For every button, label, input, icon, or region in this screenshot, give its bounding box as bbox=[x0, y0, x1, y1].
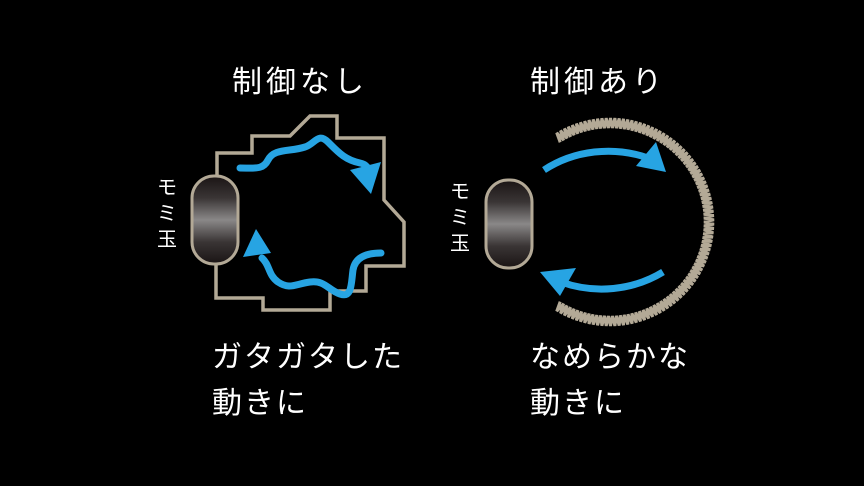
roller-label-char: ミ bbox=[157, 201, 177, 225]
wavy-arrow-bottom-icon bbox=[258, 249, 385, 299]
massage-roller-left bbox=[190, 174, 240, 266]
arrowhead-bottom bbox=[243, 229, 271, 257]
spring-circle-outline bbox=[555, 117, 715, 327]
right-diagram bbox=[484, 117, 715, 327]
wavy-arrow-top-icon bbox=[236, 134, 376, 182]
left-roller-label: モ ミ 玉 bbox=[155, 174, 179, 252]
massage-roller-right bbox=[484, 178, 534, 270]
right-title: 制御あり bbox=[530, 65, 666, 100]
arrowhead-bottom-right bbox=[540, 268, 576, 296]
right-roller-label: モ ミ 玉 bbox=[448, 178, 472, 256]
right-caption: なめらかな 動きに bbox=[530, 340, 690, 421]
roller-label-char: 玉 bbox=[450, 231, 470, 255]
left-title: 制御なし bbox=[232, 65, 368, 100]
roller-label-char: モ bbox=[450, 179, 470, 203]
curved-arrow-top-icon bbox=[542, 147, 650, 173]
left-caption: ガタガタした 動きに bbox=[212, 340, 404, 421]
jagged-outline bbox=[214, 114, 406, 312]
roller-label-char: 玉 bbox=[157, 227, 177, 251]
roller-label-char: モ bbox=[157, 175, 177, 199]
curved-arrow-bottom-icon bbox=[559, 269, 665, 293]
roller-label-char: ミ bbox=[450, 205, 470, 229]
arrowhead-top-right bbox=[636, 142, 666, 172]
left-diagram bbox=[190, 114, 406, 312]
arrowhead-top bbox=[350, 162, 381, 194]
